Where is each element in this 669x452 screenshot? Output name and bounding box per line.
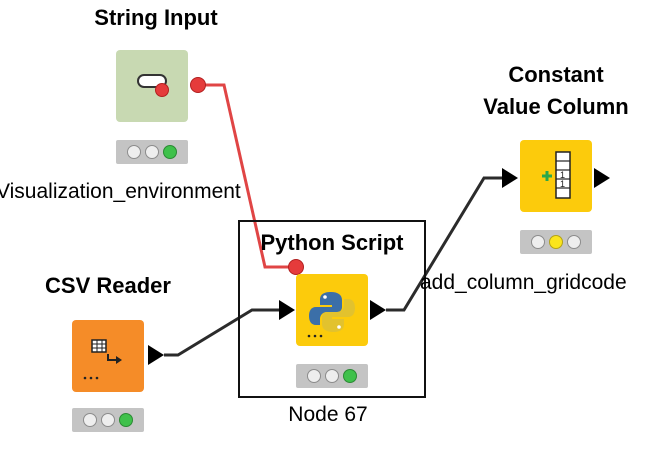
python-script-title: Python Script [260, 230, 404, 255]
string-input-flow-port-left[interactable] [155, 83, 169, 97]
status-light [567, 235, 581, 249]
csv-reader-out-port[interactable] [148, 345, 164, 365]
python-script-out-port[interactable] [370, 300, 386, 320]
status-light [145, 145, 159, 159]
constant-value-column-title-line1: Constant [508, 62, 604, 87]
string-input-flow-out-port[interactable] [190, 77, 206, 93]
svg-text:1: 1 [560, 179, 565, 189]
status-light [325, 369, 339, 383]
python-script-in-port[interactable] [279, 300, 295, 320]
status-light [343, 369, 357, 383]
text-field-icon [137, 74, 167, 88]
csv-reader-status [72, 408, 144, 432]
status-light [163, 145, 177, 159]
csv-reader-title: CSV Reader [45, 273, 171, 298]
constant-value-column-label[interactable]: add_column_gridcode [420, 271, 627, 294]
csv-reader-node[interactable] [72, 320, 144, 392]
selection-frame [238, 220, 426, 398]
status-light [101, 413, 115, 427]
python-logo-icon [307, 292, 355, 338]
python-script-flow-in-port[interactable] [288, 259, 304, 275]
table-arrow-icon [83, 339, 122, 380]
status-light [531, 235, 545, 249]
svg-text:1: 1 [560, 170, 565, 180]
string-input-status [116, 140, 188, 164]
python-script-status [296, 364, 368, 388]
flow-variable-connection[interactable] [199, 83, 296, 269]
status-light [307, 369, 321, 383]
constant-value-column-in-port[interactable] [502, 168, 518, 188]
constant-value-column-status [520, 230, 592, 254]
status-light [83, 413, 97, 427]
python-script-node[interactable] [296, 274, 368, 346]
data-connection-python-to-constant[interactable] [386, 176, 502, 312]
status-light [119, 413, 133, 427]
status-light [127, 145, 141, 159]
constant-value-column-node[interactable]: 1 1 [520, 140, 592, 212]
constant-value-column-out-port[interactable] [594, 168, 610, 188]
string-input-label[interactable]: Visualization_environment [0, 180, 241, 203]
string-input-node[interactable] [116, 50, 188, 122]
string-input-title: String Input [94, 5, 218, 30]
python-script-label[interactable]: Node 67 [288, 403, 368, 426]
constant-value-column-title-line2: Value Column [483, 94, 629, 119]
add-column-icon: 1 1 [542, 151, 571, 199]
status-light [549, 235, 563, 249]
data-connection-csv-to-python[interactable] [164, 308, 279, 357]
